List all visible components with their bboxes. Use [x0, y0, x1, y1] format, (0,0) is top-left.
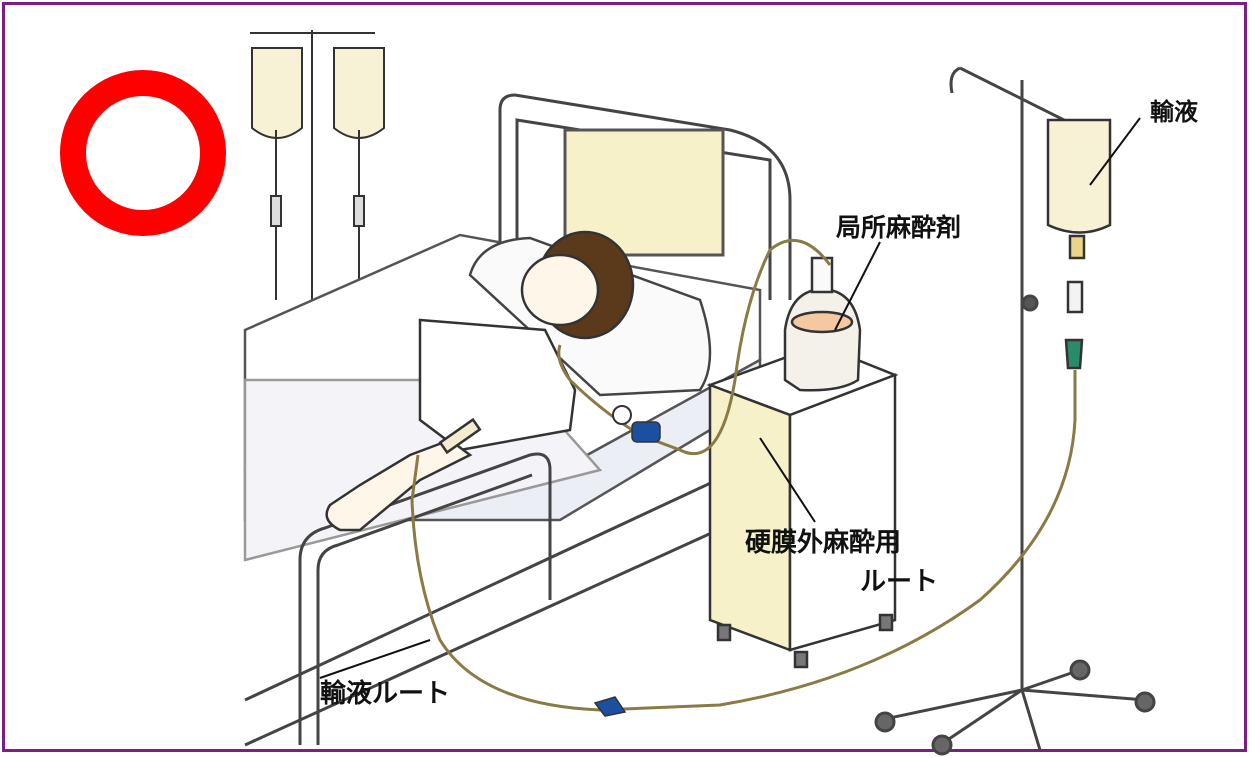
iv-connector — [595, 697, 625, 716]
label-epidural-route-line1: 硬膜外麻酔用 — [745, 522, 901, 559]
label-infusion: 輸液 — [1150, 92, 1198, 127]
epidural-filter — [632, 422, 660, 442]
ok-circle-mark — [73, 83, 213, 223]
label-infusion-route: 輸液ルート — [320, 673, 450, 710]
epidural-connector — [613, 406, 631, 424]
iv-stand — [876, 68, 1154, 754]
label-local-anesthetic: 局所麻酔剤 — [836, 208, 961, 244]
label-epidural-route-line2: ルート — [860, 561, 938, 598]
background-iv-stand — [250, 30, 384, 315]
local-anesthetic-bottle — [785, 258, 860, 390]
bedside-cabinet — [710, 345, 895, 667]
infusion-bag — [1048, 120, 1110, 368]
